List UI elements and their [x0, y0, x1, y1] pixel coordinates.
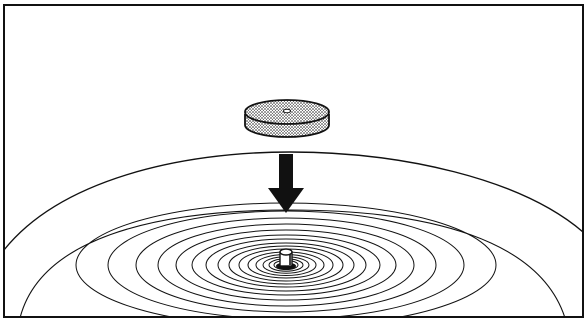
- disc-hole: [284, 109, 291, 113]
- platter-surface: [4, 152, 583, 326]
- down-arrow: [268, 154, 304, 213]
- disc-part: [245, 100, 329, 137]
